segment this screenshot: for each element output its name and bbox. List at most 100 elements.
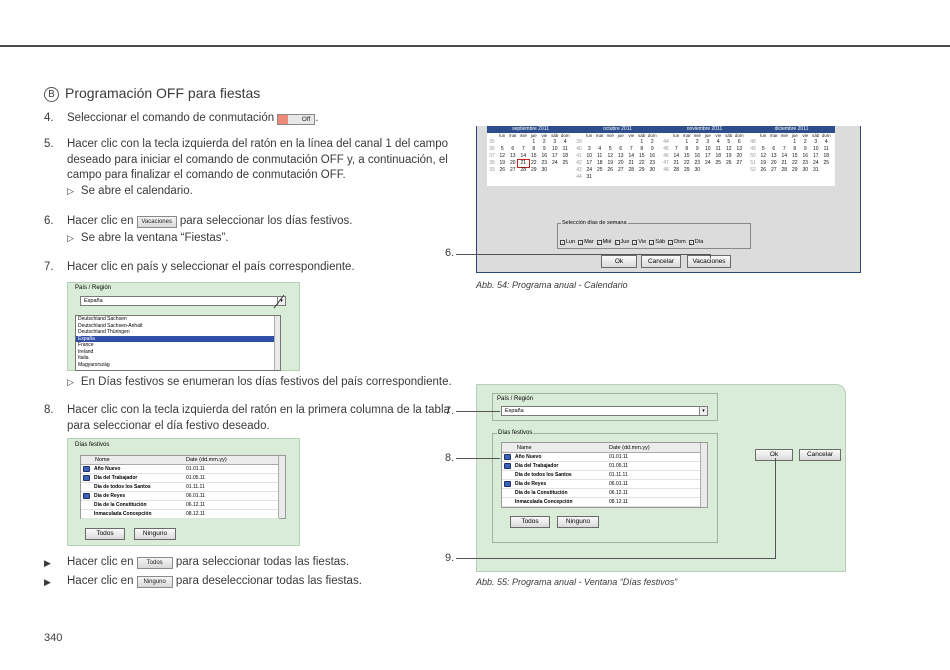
weekday-checkbox[interactable]: ✓Mar — [578, 239, 594, 245]
calendar-day[interactable] — [616, 174, 627, 181]
country-option[interactable]: Deutschland Sachsen-Anhalt — [78, 322, 143, 329]
calendar-day[interactable] — [671, 139, 682, 146]
country-option[interactable]: France — [78, 342, 94, 348]
calendar-day[interactable] — [769, 139, 780, 146]
country-select[interactable]: España ▾ — [80, 296, 286, 306]
calendar-day[interactable]: 8 — [793, 146, 797, 152]
calendar-day[interactable]: 9 — [695, 146, 699, 152]
country-option[interactable]: España — [76, 335, 274, 342]
ninguno-button[interactable]: Ninguno — [557, 516, 599, 528]
calendar-day[interactable]: 10 — [812, 146, 819, 152]
todos-button[interactable]: Todos — [85, 528, 125, 540]
calendar-day[interactable]: 31 — [812, 167, 819, 173]
calendar-day[interactable]: 3 — [814, 139, 818, 145]
calendar-day[interactable]: 28 — [781, 167, 788, 173]
scrollbar[interactable] — [278, 456, 285, 518]
calendar-day[interactable]: 15 — [791, 153, 798, 159]
country-option[interactable]: Ireland — [78, 348, 94, 355]
calendar-day[interactable]: 4 — [598, 146, 602, 152]
calendar-day[interactable]: 22 — [638, 160, 645, 166]
ok-button[interactable]: Ok — [601, 255, 637, 268]
calendar-day[interactable]: 8 — [640, 146, 644, 152]
weekday-checkbox[interactable]: ✓Lun — [560, 239, 575, 245]
calendar-day[interactable]: 6 — [619, 146, 623, 152]
calendar-day[interactable]: 12 — [607, 153, 614, 159]
calendar-day[interactable] — [595, 139, 606, 146]
calendar-day[interactable]: 15 — [638, 153, 645, 159]
weekday-checkbox[interactable]: ✓Vie — [632, 239, 646, 245]
calendar-day[interactable]: 24 — [812, 160, 819, 166]
calendar-day[interactable]: 26 — [760, 167, 767, 173]
country-select[interactable]: España ▾ — [501, 406, 708, 416]
calendar-day[interactable] — [626, 174, 637, 181]
calendar-day[interactable]: 12 — [760, 153, 767, 159]
calendar-day[interactable]: 23 — [694, 160, 701, 166]
calendar-day[interactable]: 28 — [673, 167, 680, 173]
calendar-day[interactable]: 18 — [823, 153, 830, 159]
calendar-day[interactable]: 7 — [674, 146, 678, 152]
calendar-day[interactable] — [779, 139, 790, 146]
calendar-day[interactable] — [560, 167, 571, 174]
calendar-day[interactable]: 18 — [562, 153, 569, 159]
calendar-day[interactable]: 23 — [802, 160, 809, 166]
calendar-day[interactable]: 14 — [781, 153, 788, 159]
calendar-day[interactable]: 16 — [694, 153, 701, 159]
calendar-day[interactable]: 27 — [736, 160, 743, 166]
calendar-day[interactable]: 14 — [673, 153, 680, 159]
calendar-day[interactable]: 21 — [781, 160, 788, 166]
calendar-day[interactable]: 4 — [716, 139, 720, 145]
calendar-day[interactable]: 10 — [586, 153, 593, 159]
calendar-day[interactable] — [647, 174, 658, 181]
weekday-checkbox[interactable]: ✓Sáb — [649, 239, 665, 245]
country-option[interactable]: Italia — [78, 355, 89, 361]
calendar-day[interactable] — [550, 167, 561, 174]
calendar-day[interactable]: 11 — [562, 146, 568, 152]
calendar-day[interactable]: 9 — [542, 146, 546, 152]
calendar-day[interactable] — [821, 167, 832, 174]
calendar-day[interactable]: 16 — [802, 153, 809, 159]
ninguno-button[interactable]: Ninguno — [134, 528, 176, 540]
calendar-day[interactable]: 7 — [782, 146, 786, 152]
calendar-day[interactable] — [584, 139, 595, 146]
calendar-day[interactable]: 5 — [500, 146, 504, 152]
calendar-day[interactable] — [605, 174, 616, 181]
calendar-day[interactable]: 27 — [617, 167, 624, 173]
calendar-day[interactable]: 22 — [791, 160, 798, 166]
calendar-day[interactable]: 17 — [704, 153, 711, 159]
calendar-day[interactable] — [703, 167, 714, 174]
calendar-day[interactable]: 12 — [725, 146, 732, 152]
weekday-checkbox[interactable]: ✓Mié — [596, 239, 612, 245]
cancel-button[interactable]: Cancelar — [799, 449, 841, 461]
calendar-day[interactable]: 2 — [650, 139, 654, 145]
calendar-day[interactable]: 22 — [530, 160, 537, 166]
calendar-day[interactable]: 16 — [649, 153, 656, 159]
calendar-day[interactable]: 18 — [715, 153, 722, 159]
calendar-day[interactable]: 3 — [587, 146, 591, 152]
calendar-day[interactable]: 29 — [530, 167, 537, 173]
calendar-day[interactable]: 5 — [761, 146, 765, 152]
calendar-day[interactable]: 14 — [628, 153, 635, 159]
calendar-day[interactable]: 4 — [563, 139, 567, 145]
holiday-unselected-cell[interactable] — [504, 490, 511, 496]
calendar-day[interactable]: 24 — [586, 167, 593, 173]
calendar-day[interactable]: 25 — [596, 167, 603, 173]
holiday-selected-icon[interactable] — [504, 463, 511, 469]
calendar-day[interactable]: 13 — [770, 153, 777, 159]
calendar-day[interactable]: 2 — [803, 139, 807, 145]
weekday-checkbox[interactable]: ✓Día — [688, 239, 703, 245]
calendar-day[interactable]: 6 — [737, 139, 741, 145]
holiday-unselected-cell[interactable] — [504, 472, 511, 478]
calendar-day[interactable]: 20 — [617, 160, 624, 166]
calendar-day[interactable]: 3 — [706, 139, 710, 145]
calendar-day[interactable]: 25 — [823, 160, 830, 166]
calendar-day[interactable]: 20 — [736, 153, 743, 159]
holiday-selected-icon[interactable] — [504, 454, 511, 460]
scrollbar[interactable] — [274, 316, 280, 370]
